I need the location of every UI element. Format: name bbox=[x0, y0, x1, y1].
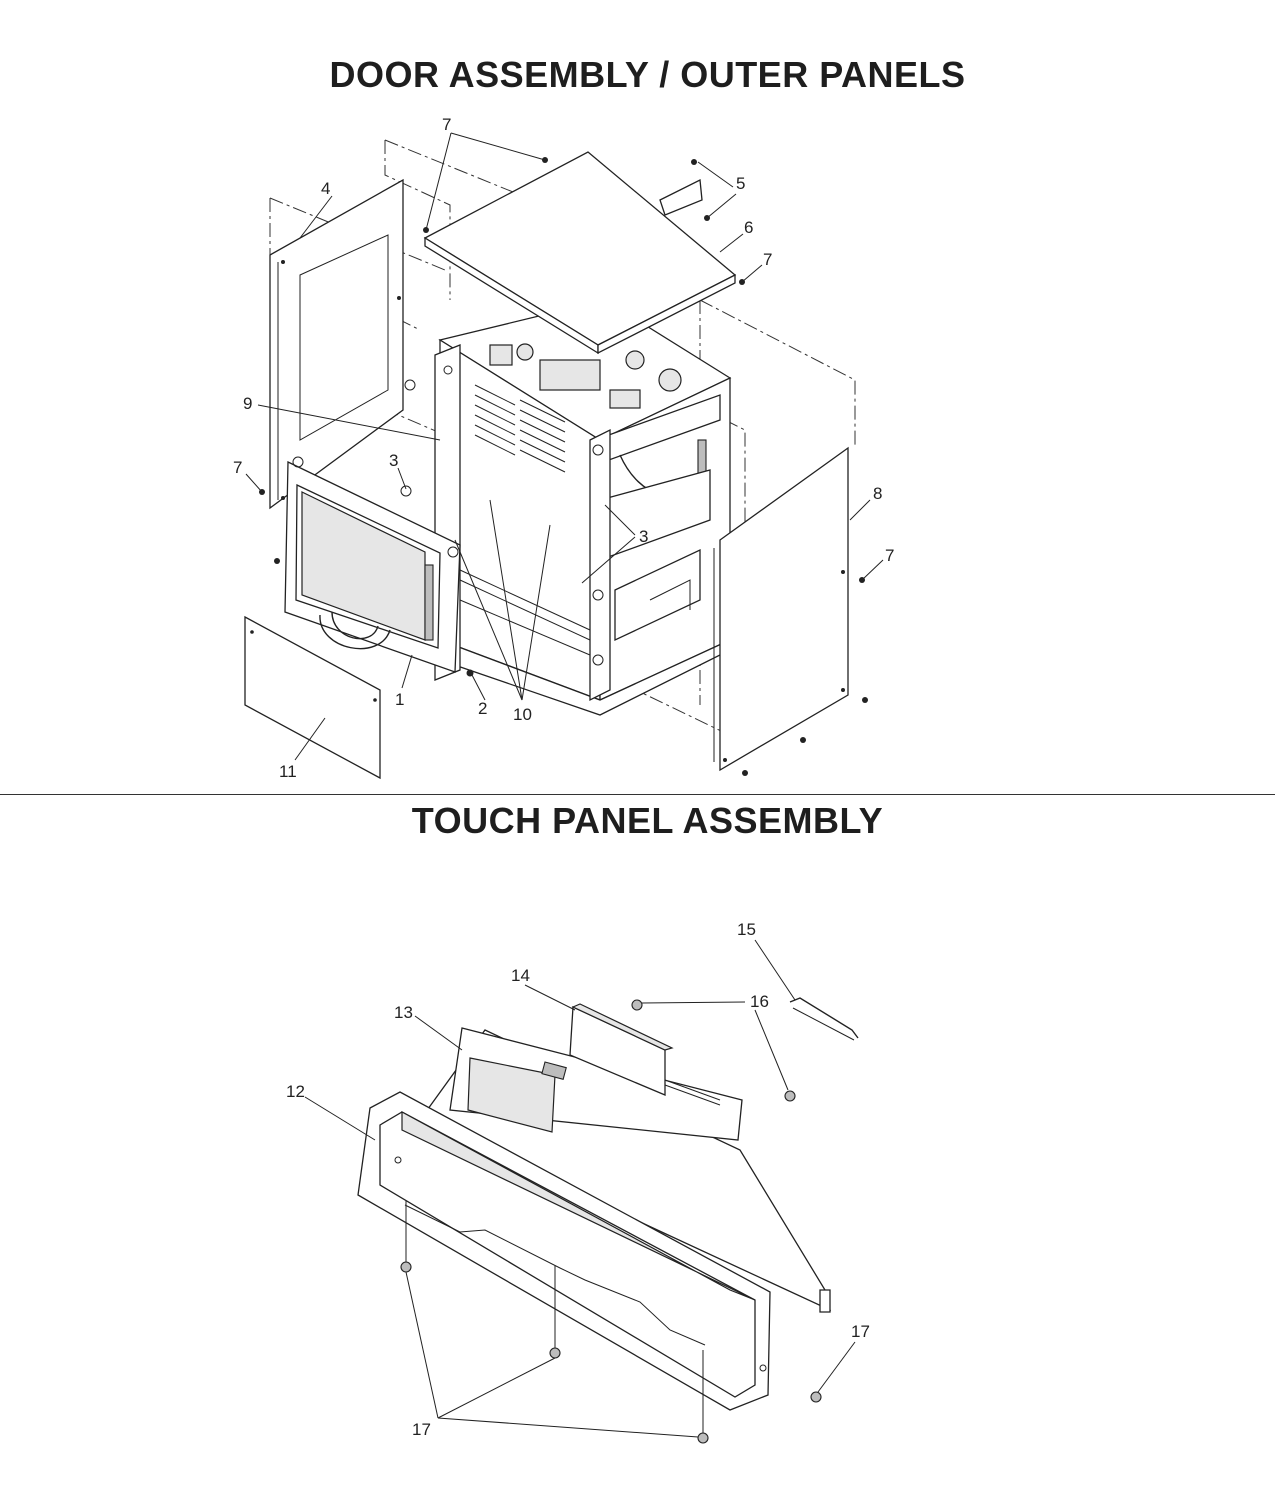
callout-1: 1 bbox=[395, 690, 404, 709]
callout-7-right-top: 7 bbox=[763, 250, 772, 269]
touch-panel-diagram: 15 14 16 13 12 17 17 bbox=[286, 920, 870, 1444]
callout-leaders-door bbox=[245, 132, 884, 761]
callout-4: 4 bbox=[321, 179, 330, 198]
left-side-panel-4 bbox=[269, 178, 404, 510]
callout-8: 8 bbox=[873, 484, 882, 503]
oven-cavity-body bbox=[404, 299, 732, 716]
callout-7-right: 7 bbox=[885, 546, 894, 565]
callout-leaders-touch bbox=[304, 939, 856, 1438]
callout-3-right: 3 bbox=[639, 527, 648, 546]
callout-2: 2 bbox=[478, 699, 487, 718]
callout-7-top: 7 bbox=[442, 115, 451, 134]
callout-16: 16 bbox=[750, 992, 769, 1011]
callout-3-left: 3 bbox=[389, 451, 398, 470]
callout-13: 13 bbox=[394, 1003, 413, 1022]
callout-10: 10 bbox=[513, 705, 532, 724]
right-side-panel-8 bbox=[713, 446, 849, 772]
clip-15 bbox=[789, 997, 859, 1041]
callout-6: 6 bbox=[744, 218, 753, 237]
access-panel-11 bbox=[244, 615, 381, 780]
display-module-14 bbox=[569, 1003, 674, 1096]
callout-7-left: 7 bbox=[233, 458, 242, 477]
callout-17-right: 17 bbox=[851, 1322, 870, 1341]
callout-9: 9 bbox=[243, 394, 252, 413]
callout-11: 11 bbox=[279, 762, 297, 781]
callout-15: 15 bbox=[737, 920, 756, 939]
top-cover-6 bbox=[423, 151, 737, 355]
touch-screws bbox=[400, 999, 822, 1444]
section-divider bbox=[0, 794, 1275, 795]
section-title-door-assembly: DOOR ASSEMBLY / OUTER PANELS bbox=[329, 54, 966, 95]
section-title-touch-panel: TOUCH PANEL ASSEMBLY bbox=[411, 800, 884, 841]
oven-door-1 bbox=[284, 456, 461, 673]
callout-12: 12 bbox=[286, 1082, 305, 1101]
callout-numbers-touch: 15 14 16 13 12 17 17 bbox=[286, 920, 870, 1439]
callout-5: 5 bbox=[736, 174, 745, 193]
callout-numbers-door: 7 4 5 6 7 9 3 7 8 3 7 1 2 10 11 bbox=[233, 115, 894, 781]
callout-14: 14 bbox=[511, 966, 530, 985]
door-assembly-diagram: 7 4 5 6 7 9 3 7 8 3 7 1 2 10 11 bbox=[233, 115, 894, 781]
callout-17-bottom: 17 bbox=[412, 1420, 431, 1439]
front-bezel-12 bbox=[357, 1091, 771, 1411]
